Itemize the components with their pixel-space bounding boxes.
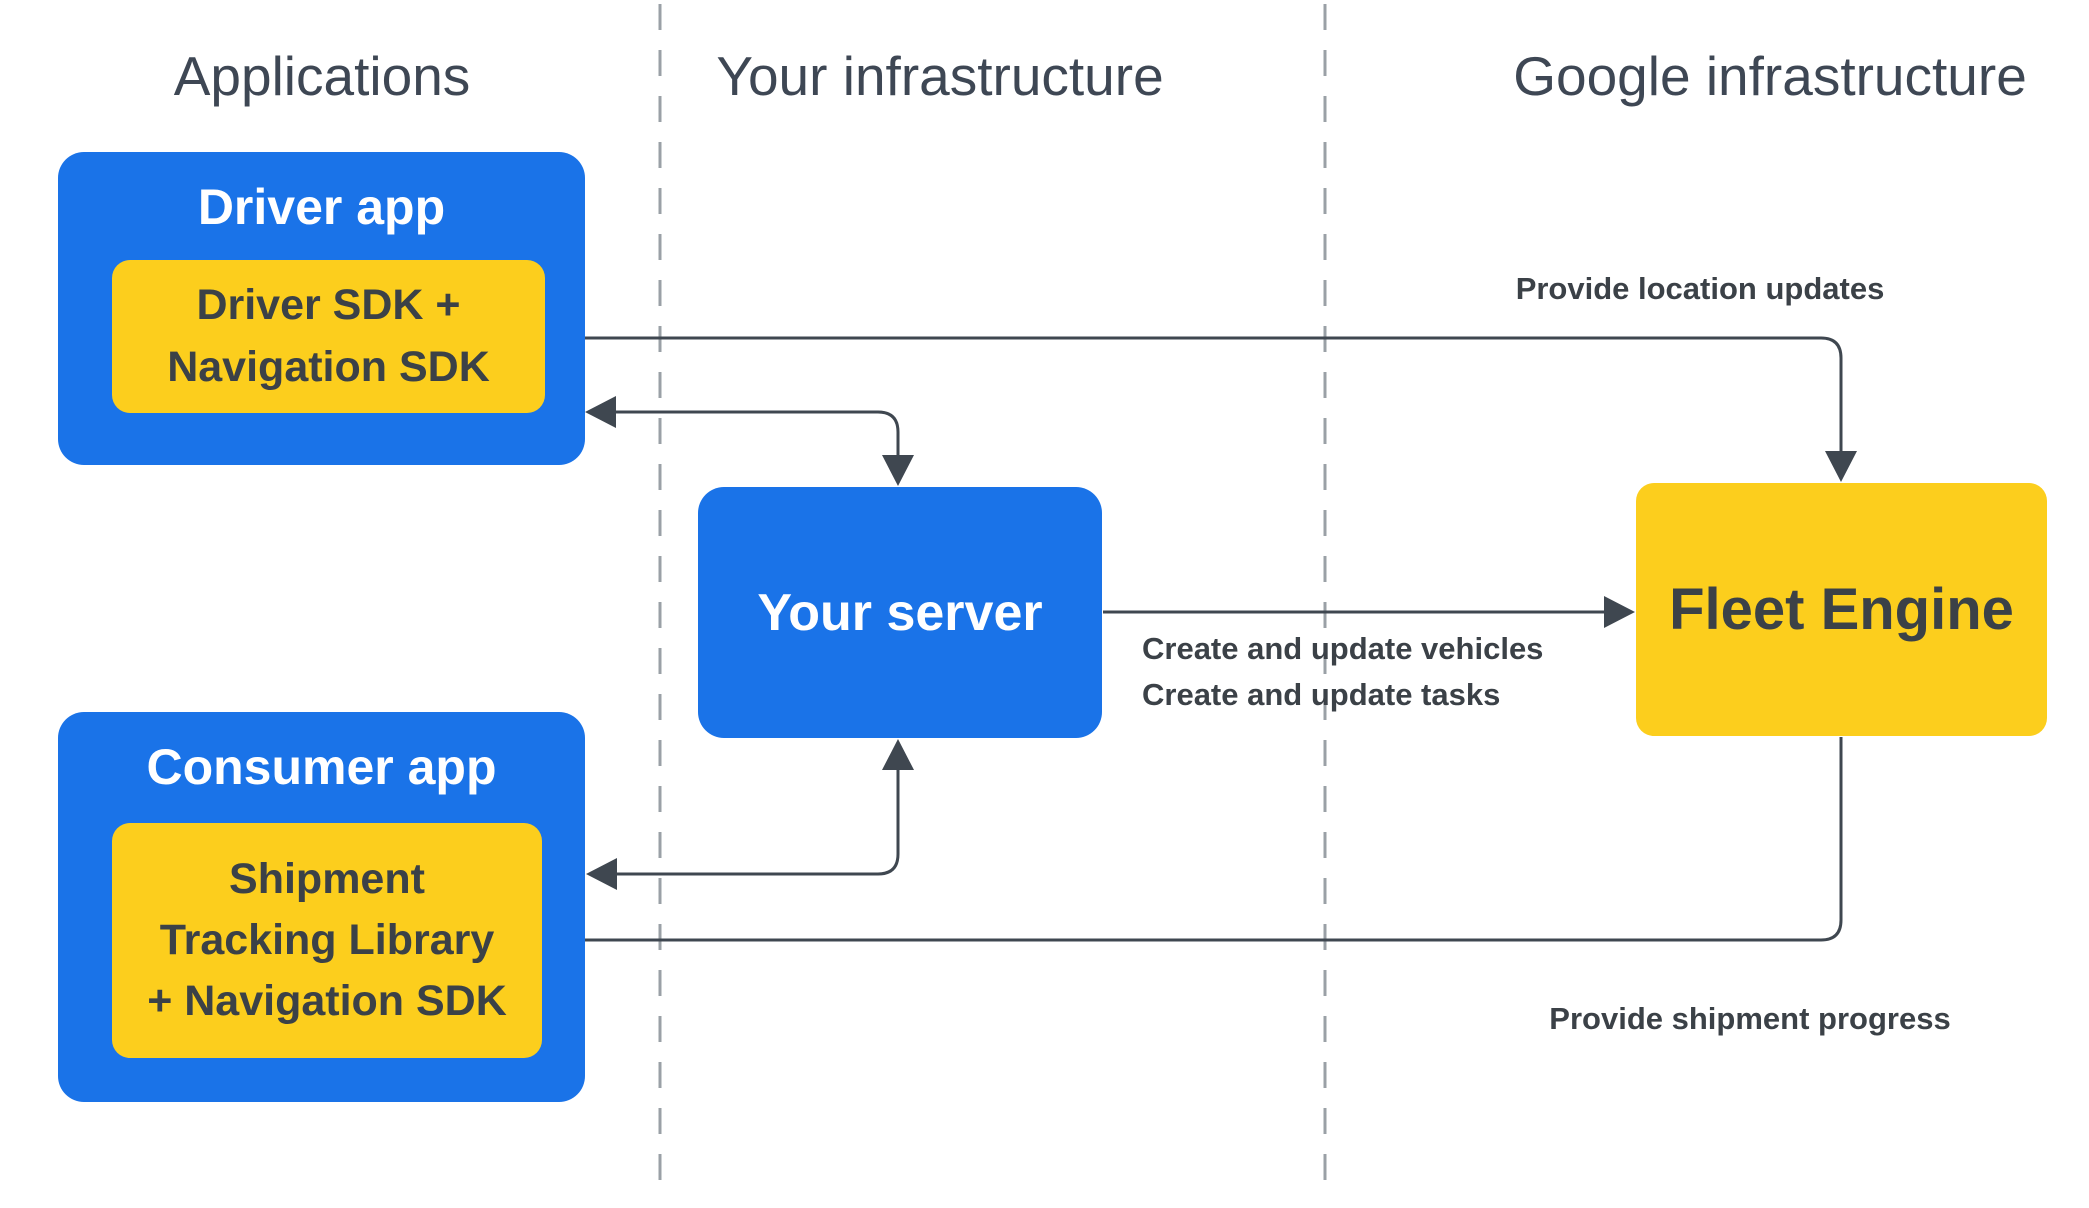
- arrowhead-into-fleet-engine-top: [1825, 451, 1857, 482]
- node-your-server: Your server: [698, 487, 1102, 738]
- edge-consumer-server: [586, 739, 914, 890]
- driver-app-title: Driver app: [197, 179, 446, 235]
- arrowhead-into-driver-app: [585, 396, 616, 428]
- label-create-update: Create and update vehicles Create and up…: [1142, 626, 1543, 718]
- arrowhead-into-server-bottom: [882, 739, 914, 770]
- label-provide-shipment-progress: Provide shipment progress: [1549, 1001, 1951, 1036]
- arrowhead-into-fleet-engine-left: [1604, 596, 1635, 628]
- arrowhead-into-server-top: [882, 455, 914, 486]
- node-driver-app: Driver app Driver SDK + Navigation SDK: [58, 152, 585, 465]
- node-shipment-tracking-library: Shipment Tracking Library + Navigation S…: [112, 823, 542, 1058]
- node-consumer-app: Consumer app Shipment Tracking Library +…: [58, 712, 585, 1102]
- column-header-google-infrastructure: Google infrastructure: [1513, 45, 2027, 107]
- column-header-your-infrastructure: Your infrastructure: [716, 45, 1164, 107]
- edge-location-updates: [545, 322, 1857, 482]
- edge-consumer-server-line: [616, 769, 900, 876]
- node-driver-sdk: Driver SDK + Navigation SDK: [112, 260, 545, 413]
- label-provide-location-updates: Provide location updates: [1515, 271, 1885, 306]
- consumer-app-title: Consumer app: [146, 739, 497, 795]
- label-create-update-tasks: Create and update tasks: [1142, 676, 1501, 712]
- edge-location-updates-line: [574, 336, 1843, 453]
- label-create-update-vehicles: Create and update vehicles: [1142, 631, 1544, 666]
- node-fleet-engine: Fleet Engine: [1636, 483, 2047, 736]
- edge-shipment-progress-line: [572, 737, 1843, 942]
- edge-driver-server: [585, 396, 914, 486]
- arrowhead-into-consumer-app: [586, 858, 617, 890]
- column-header-applications: Applications: [173, 45, 471, 107]
- edge-server-fleet: [1103, 596, 1635, 628]
- edge-shipment-progress: [542, 737, 1843, 956]
- edge-driver-server-line: [615, 410, 900, 456]
